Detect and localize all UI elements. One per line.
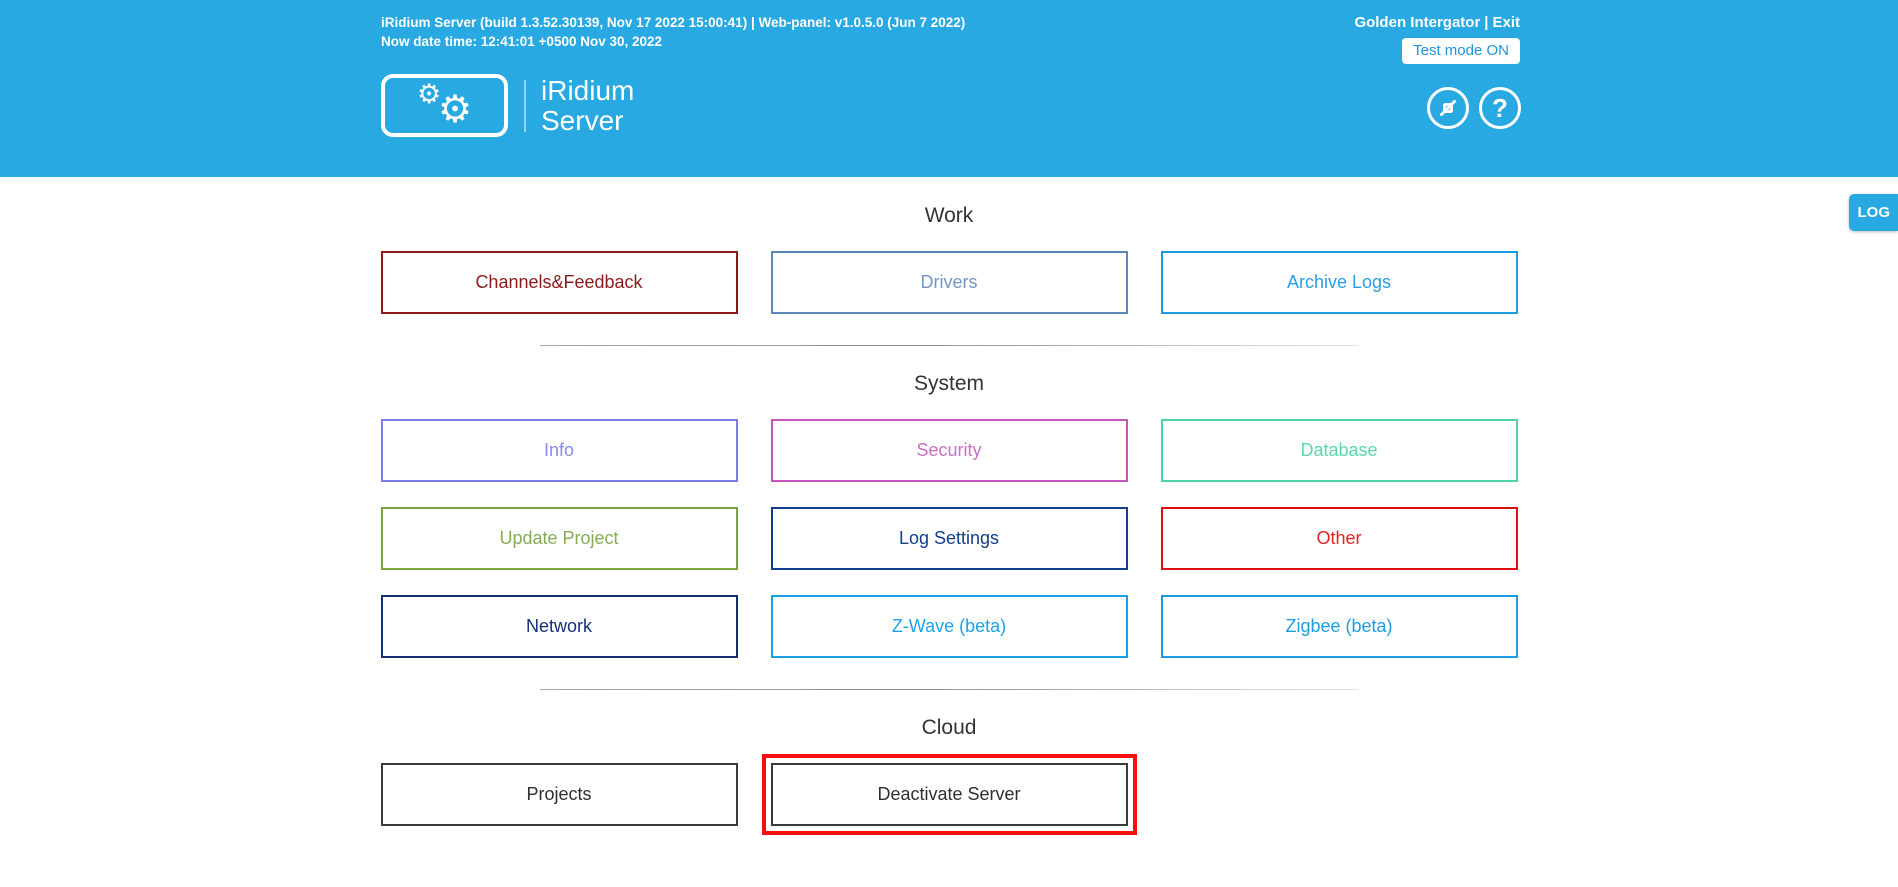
menu-cell: Log Settings	[770, 507, 1128, 570]
header-icons: ?	[1425, 85, 1523, 131]
exit-link[interactable]: Exit	[1492, 14, 1520, 31]
gear-small-icon: ⚙	[417, 79, 442, 109]
menu-cell: Channels&Feedback	[380, 251, 738, 314]
collapse-icon[interactable]	[1425, 85, 1471, 131]
server-info: iRidium Server (build 1.3.52.30139, Nov …	[381, 13, 965, 51]
menu-cell: Database	[1160, 419, 1518, 482]
menu-cell: Drivers	[770, 251, 1128, 314]
button-channels-feedback[interactable]: Channels&Feedback	[380, 251, 738, 314]
menu-cell: Update Project	[380, 507, 738, 570]
button-archive-logs[interactable]: Archive Logs	[1160, 251, 1518, 314]
button-log-settings[interactable]: Log Settings	[770, 507, 1128, 570]
section-divider	[540, 345, 1358, 346]
username: Golden Intergator	[1354, 14, 1481, 31]
section-grid-work: Channels&Feedback Drivers Archive Logs	[380, 251, 1518, 314]
button-zigbee-beta[interactable]: Zigbee (beta)	[1160, 595, 1518, 658]
menu-cell: Network	[380, 595, 738, 658]
button-database[interactable]: Database	[1160, 419, 1518, 482]
gear-big-icon: ⚙	[438, 89, 473, 131]
button-drivers[interactable]: Drivers	[770, 251, 1128, 314]
menu-cell: Info	[380, 419, 738, 482]
server-datetime: Now date time: 12:41:01 +0500 Nov 30, 20…	[381, 34, 663, 49]
logo-title-line2: Server	[541, 104, 624, 136]
button-projects[interactable]: Projects	[380, 763, 738, 826]
logo-row: ⚙ ⚙ iRidium Server	[381, 74, 634, 137]
section-grid-cloud: Projects Deactivate Server	[380, 754, 1518, 835]
menu-cell: Deactivate Server	[761, 754, 1137, 835]
button-z-wave-beta[interactable]: Z-Wave (beta)	[770, 595, 1128, 658]
menu-cell: Projects	[380, 763, 738, 826]
test-mode-button[interactable]: Test mode ON	[1402, 38, 1520, 64]
button-deactivate-server[interactable]: Deactivate Server	[770, 763, 1128, 826]
button-info[interactable]: Info	[380, 419, 738, 482]
button-security[interactable]: Security	[770, 419, 1128, 482]
app-header: iRidium Server (build 1.3.52.30139, Nov …	[0, 0, 1898, 177]
logo-title: iRidium Server	[541, 74, 635, 136]
logo-separator	[524, 79, 526, 132]
log-tab[interactable]: LOG	[1848, 194, 1898, 231]
menu-cell: Archive Logs	[1160, 251, 1518, 314]
menu-cell: Other	[1160, 507, 1518, 570]
help-icon[interactable]: ?	[1477, 85, 1523, 131]
menu-cell: Security	[770, 419, 1128, 482]
section-divider	[540, 689, 1358, 690]
server-build-info: iRidium Server (build 1.3.52.30139, Nov …	[381, 15, 966, 30]
button-update-project[interactable]: Update Project	[380, 507, 738, 570]
menu-cell: Zigbee (beta)	[1160, 595, 1518, 658]
svg-text:?: ?	[1492, 93, 1508, 123]
logo-title-line1: iRidium	[541, 74, 635, 106]
section-title-system: System	[913, 372, 984, 395]
iridium-logo: ⚙ ⚙	[381, 74, 508, 137]
button-other[interactable]: Other	[1160, 507, 1518, 570]
user-area: Golden Intergator|Exit Test mode ON	[1354, 14, 1520, 64]
user-line: Golden Intergator|Exit	[1354, 14, 1520, 31]
section-title-cloud: Cloud	[921, 716, 977, 739]
user-exit-separator: |	[1484, 14, 1489, 31]
button-network[interactable]: Network	[380, 595, 738, 658]
section-title-work: Work	[924, 204, 974, 227]
menu-cell: Z-Wave (beta)	[770, 595, 1128, 658]
